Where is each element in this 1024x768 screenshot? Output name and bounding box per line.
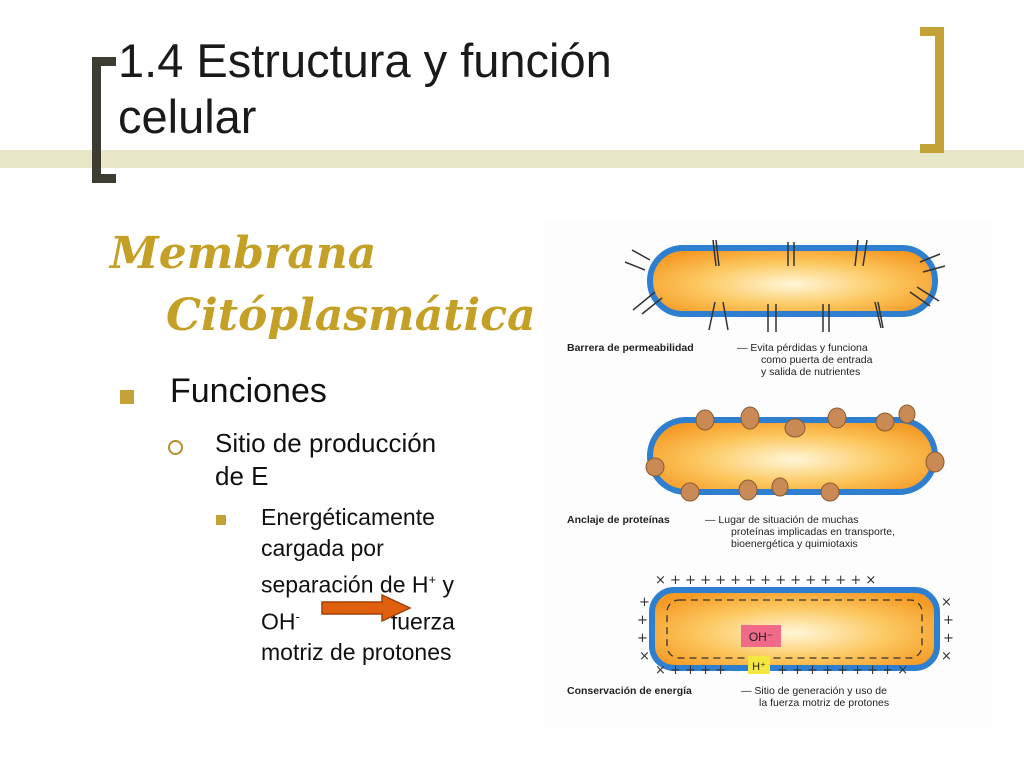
heading-line1: Membrana bbox=[110, 228, 377, 279]
svg-text:+: + bbox=[637, 631, 648, 646]
caption1-label: Barrera de permeabilidad bbox=[567, 342, 694, 354]
bullet3-line1: Energéticamente bbox=[261, 504, 435, 530]
bullet3-line4: OH bbox=[261, 608, 296, 635]
bullet2-line1: Sitio de producción bbox=[215, 428, 437, 458]
circle-bullet-icon bbox=[168, 440, 183, 455]
bullet-sitio-produccion: Sitio de producción de E bbox=[215, 427, 535, 493]
caption2-line2: proteínas implicadas en transporte, bbox=[731, 526, 895, 538]
caption2-line3: bioenergética y quimiotaxis bbox=[731, 538, 858, 550]
svg-text:+: + bbox=[943, 631, 954, 646]
caption1-line3: y salida de nutrientes bbox=[761, 366, 860, 378]
caption3-label: Conservación de energía bbox=[567, 685, 692, 697]
oh-minus-label: OH⁻ bbox=[749, 630, 773, 644]
bullet3-line2: cargada por bbox=[261, 535, 384, 561]
caption2-label: Anclaje de proteínas bbox=[567, 514, 670, 526]
right-arrow-icon bbox=[321, 593, 412, 623]
svg-text:+: + bbox=[639, 595, 650, 610]
slide-title-line1: 1.4 Estructura y función bbox=[118, 34, 612, 87]
caption1-line1: — Evita pérdidas y funciona bbox=[737, 342, 868, 354]
energy-conservation-cell: OH⁻ H⁺ × + + + + + + + + + + + + + × × +… bbox=[637, 573, 954, 678]
svg-text:×: × bbox=[941, 649, 952, 664]
membrane-functions-figure: Barrera de permeabilidad — Evita pérdida… bbox=[545, 222, 993, 727]
left-bracket-decoration bbox=[92, 57, 116, 183]
caption3-line1: — Sitio de generación y uso de bbox=[741, 685, 887, 697]
right-bracket-decoration bbox=[920, 27, 944, 153]
heading-line2: Citóplasmática bbox=[166, 290, 536, 341]
svg-text:×: × bbox=[941, 595, 952, 610]
small-square-bullet-icon bbox=[216, 515, 226, 525]
section-heading: Membrana Citóplasmática bbox=[110, 228, 536, 342]
svg-text:+ + + + + + + + ×: + + + + + + + + × bbox=[777, 663, 908, 678]
caption1-line2: como puerta de entrada bbox=[761, 354, 873, 366]
permeability-barrier-cell bbox=[624, 239, 946, 332]
svg-text:+: + bbox=[637, 613, 648, 628]
bullet-funciones: Funciones bbox=[170, 372, 327, 410]
h-plus-superscript: + bbox=[428, 572, 437, 587]
svg-text:× + + + +: × + + + + bbox=[655, 663, 726, 678]
slide-title: 1.4 Estructura y función celular bbox=[118, 33, 898, 145]
bullet-energeticamente: Energéticamente cargada por separación d… bbox=[261, 502, 541, 668]
svg-text:× + + + + + + + + + + + + + ×: × + + + + + + + + + + + + + × bbox=[655, 573, 876, 588]
svg-text:×: × bbox=[639, 649, 650, 664]
svg-text:+: + bbox=[943, 613, 954, 628]
caption2-line1: — Lugar de situación de muchas bbox=[705, 514, 859, 526]
caption3-line2: la fuerza motriz de protones bbox=[759, 697, 889, 709]
bullet2-line2: de E bbox=[215, 461, 269, 491]
bullet3-line3-end: y bbox=[436, 571, 454, 598]
h-plus-label: H⁺ bbox=[752, 661, 766, 673]
square-bullet-icon bbox=[120, 390, 134, 404]
slide-title-line2: celular bbox=[118, 90, 257, 143]
oh-minus-superscript: - bbox=[295, 608, 300, 624]
protein-anchoring-cell bbox=[645, 404, 945, 502]
title-underline-bar bbox=[0, 150, 1024, 168]
bullet3-line5: motriz de protones bbox=[261, 639, 452, 666]
bullet3-line3: separación de H bbox=[261, 571, 429, 598]
